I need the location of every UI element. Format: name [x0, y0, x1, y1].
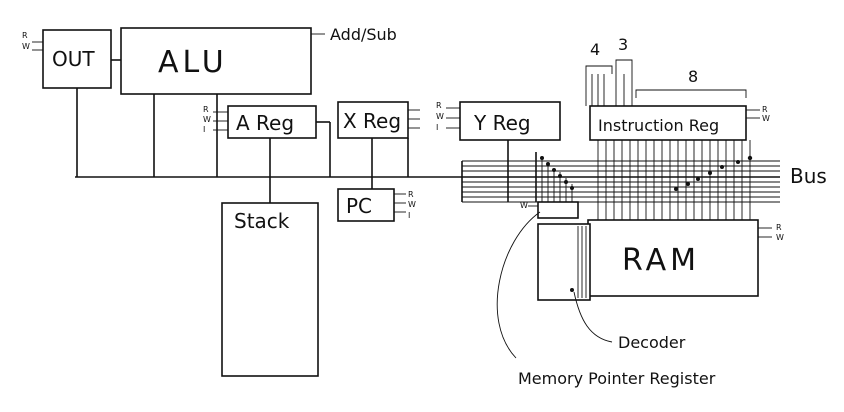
a-reg-block: A Reg: [227, 105, 317, 139]
out-signal-write: W: [22, 42, 30, 51]
memory-pointer-register-callout: Memory Pointer Register: [496, 211, 716, 388]
a-reg-signal-write: W: [203, 115, 211, 124]
instruction-reg-signal-read: R: [762, 105, 768, 114]
out-label: OUT: [52, 47, 95, 71]
y-reg-label: Y Reg: [473, 111, 531, 135]
instruction-reg-block: Instruction Reg: [589, 105, 747, 141]
instruction-reg-bus-taps: [597, 140, 753, 220]
stack-block: Stack: [221, 202, 319, 377]
a-reg-label: A Reg: [236, 111, 294, 135]
decoder-callout: Decoder: [573, 291, 686, 352]
connections: [76, 88, 537, 203]
instruction-field-brackets: 4 3 8: [585, 35, 747, 106]
a-reg-signal-increment: I: [203, 125, 205, 134]
a-reg-control-signals: R W I: [203, 105, 228, 134]
stack-label: Stack: [234, 209, 290, 233]
y-reg-signal-increment: I: [436, 123, 438, 132]
mode-width-label: 3: [618, 35, 628, 54]
ram-signal-read: R: [776, 223, 782, 232]
ram-signal-write: W: [776, 233, 784, 242]
decoder-block: [537, 223, 591, 301]
out-block: OUT: [42, 29, 112, 89]
bus: [75, 160, 780, 203]
pc-signal-increment: I: [408, 211, 410, 220]
x-reg-block: X Reg: [337, 101, 409, 139]
x-reg-control-signals: [408, 109, 420, 129]
x-reg-label: X Reg: [343, 109, 401, 133]
y-reg-control-signals: R W I: [436, 101, 460, 132]
alu-label: ALU: [158, 45, 228, 80]
bus-label: Bus: [790, 164, 827, 188]
a-reg-signal-read: R: [203, 105, 209, 114]
pc-label: PC: [346, 194, 372, 218]
opcode-width-label: 4: [590, 40, 600, 59]
pc-signal-read: R: [408, 190, 414, 199]
out-control-signals: R W: [22, 31, 43, 51]
instruction-reg-label: Instruction Reg: [598, 116, 719, 135]
alu-add-sub-signal: Add/Sub: [330, 25, 397, 44]
pc-signal-write: W: [408, 200, 416, 209]
pc-block: PC: [337, 188, 395, 222]
pc-control-signals: R W I: [394, 190, 416, 220]
decoder-annotation: Decoder: [618, 333, 686, 352]
ram-label: RAM: [622, 243, 700, 278]
operand-width-label: 8: [688, 67, 698, 86]
ram-control-signals: R W: [758, 223, 784, 242]
y-reg-signal-write: W: [436, 112, 444, 121]
ram-block: RAM: [587, 219, 759, 297]
instruction-reg-signal-write: W: [762, 114, 770, 123]
memory-pointer-register-annotation: Memory Pointer Register: [518, 369, 716, 388]
y-reg-signal-read: R: [436, 101, 442, 110]
instruction-reg-control-signals: R W: [746, 105, 770, 123]
alu-block: ALU: [120, 27, 312, 95]
memory-pointer-register-block: W: [520, 156, 579, 219]
out-signal-read: R: [22, 31, 28, 40]
y-reg-block: Y Reg: [459, 101, 561, 141]
mpr-signal-write: W: [520, 201, 528, 210]
